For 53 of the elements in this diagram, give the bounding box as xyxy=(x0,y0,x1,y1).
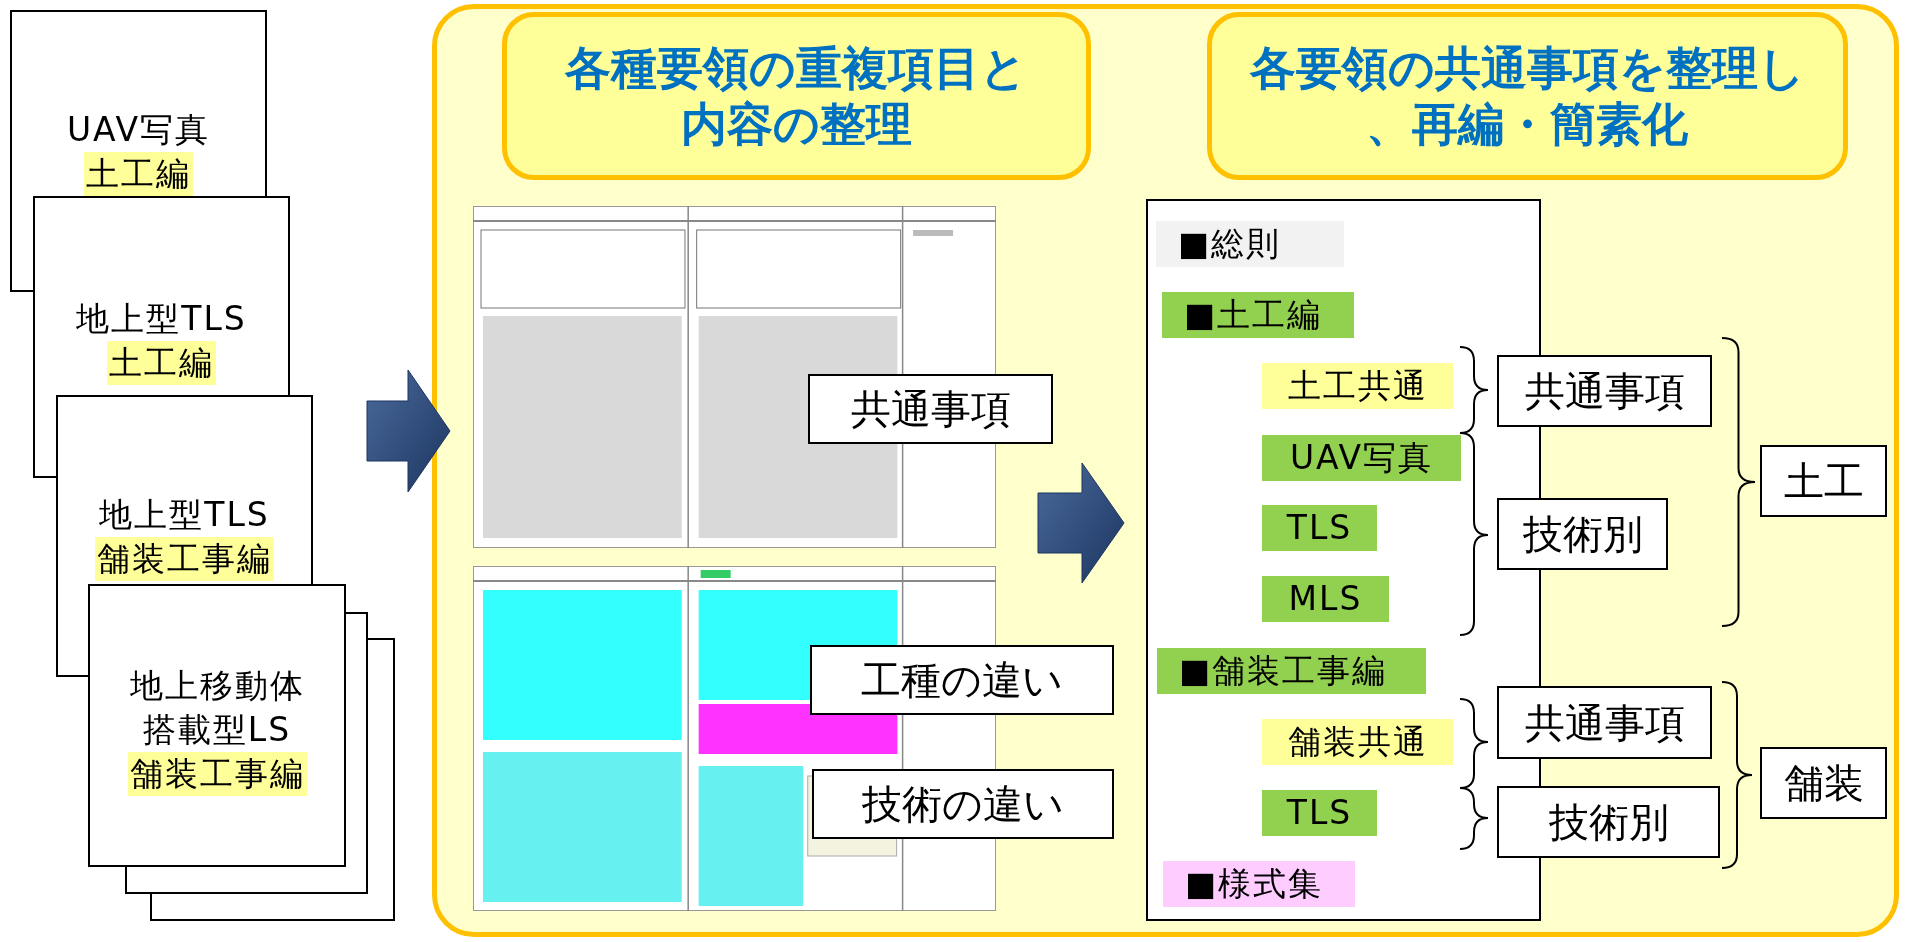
group-text: 技術別 xyxy=(1548,798,1669,846)
group-text: 舗装 xyxy=(1783,759,1864,807)
category-text: TLS xyxy=(1286,793,1353,833)
document-sheet xyxy=(88,584,346,867)
category-bar xyxy=(1163,861,1355,907)
category-bar xyxy=(1262,790,1377,836)
category-text: 舗装共通 xyxy=(1287,722,1428,762)
label-text: 技術の違い xyxy=(862,780,1064,828)
title-text: 各要領の共通事項を整理し、再編・簡素化 xyxy=(1249,40,1806,152)
label-box xyxy=(810,645,1114,715)
block-arrow xyxy=(366,369,451,493)
group-box xyxy=(1497,498,1668,570)
category-text: 土工共通 xyxy=(1287,366,1428,406)
category-bar xyxy=(1262,719,1453,765)
group-box xyxy=(1760,747,1887,819)
category-bar xyxy=(1157,648,1426,694)
category-text: ■土工編 xyxy=(1184,295,1323,335)
title-banner xyxy=(1207,12,1848,180)
group-box xyxy=(1760,445,1887,517)
group-text: 共通事項 xyxy=(1524,367,1685,415)
label-box xyxy=(812,769,1114,839)
label-text: 共通事項 xyxy=(850,385,1011,433)
section-label: 舗装工事編 xyxy=(95,537,274,581)
section-label: 土工編 xyxy=(84,152,193,196)
title-text: 各種要領の重複項目と内容の整理 xyxy=(564,40,1029,152)
group-box xyxy=(1497,786,1720,858)
category-bar xyxy=(1262,435,1461,481)
document-title: 地上移動体搭載型LS xyxy=(128,665,306,751)
category-text: ■総則 xyxy=(1178,224,1282,264)
document-title: 地上型TLS xyxy=(76,298,247,340)
panel-background xyxy=(432,4,1899,937)
category-text: UAV写真 xyxy=(1289,438,1434,478)
group-text: 技術別 xyxy=(1522,510,1643,558)
group-box xyxy=(1497,686,1712,759)
group-text: 土工 xyxy=(1783,457,1864,505)
category-text: MLS xyxy=(1288,579,1363,619)
category-bar xyxy=(1262,576,1389,622)
category-bar xyxy=(1162,292,1354,338)
section-label: 舗装工事編 xyxy=(127,752,307,796)
label-box xyxy=(808,374,1053,444)
label-text: 工種の違い xyxy=(861,656,1063,704)
document-title: UAV写真 xyxy=(66,109,211,151)
category-text: TLS xyxy=(1286,508,1353,548)
category-text: ■様式集 xyxy=(1185,864,1324,904)
title-banner xyxy=(502,12,1091,180)
category-bar xyxy=(1262,363,1453,409)
block-arrow xyxy=(1037,462,1125,584)
section-label: 土工編 xyxy=(107,341,216,385)
category-bar xyxy=(1262,505,1377,551)
group-box xyxy=(1497,355,1712,427)
group-text: 共通事項 xyxy=(1524,698,1685,747)
category-text: ■舗装工事編 xyxy=(1179,651,1388,691)
document-title: 地上型TLS xyxy=(99,494,270,536)
